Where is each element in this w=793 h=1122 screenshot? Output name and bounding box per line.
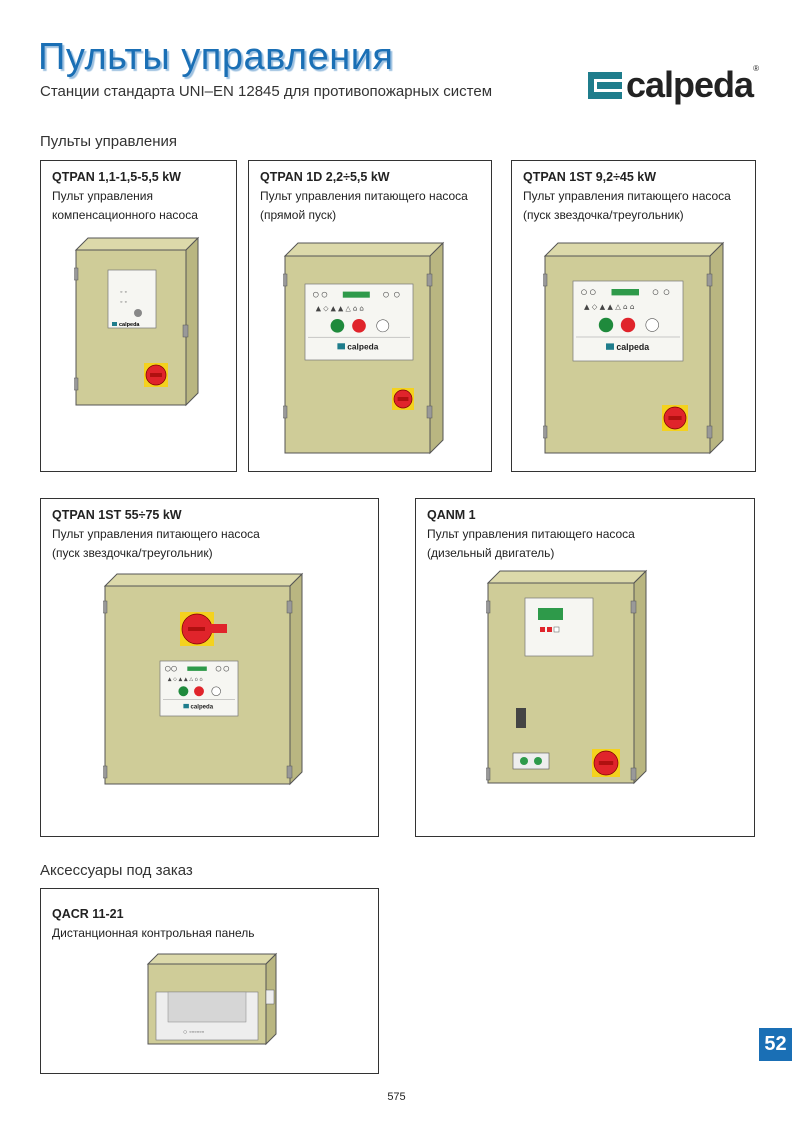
svg-text:○ ◦◦◦◦◦◦: ○ ◦◦◦◦◦◦ [183,1029,204,1036]
hinge [103,765,108,779]
control-cabinet-illustration: ◦ ◦ ◦ ◦ calpeda [74,236,200,407]
hinge [706,273,713,287]
section-heading-accessories: Аксессуары под заказ [40,862,193,879]
product-description: Пульт управления питающего насоса [52,527,260,541]
page-subtitle: Станции стандарта UNI–EN 12845 для проти… [40,83,493,100]
product-card: QTPAN 1ST 55÷75 kW Пульт управления пита… [40,498,379,837]
accessory-card: QACR 11-21 Дистанционная контрольная пан… [40,888,379,1074]
control-cabinet-illustration: ○ ◦◦◦◦◦◦ [146,952,278,1046]
control-panel: ◦ ◦ ◦ ◦ calpeda [107,269,157,329]
product-description: компенсационного насоса [52,208,198,222]
svg-text:calpeda: calpeda [616,342,649,352]
hinge [74,267,79,281]
product-card: QTPAN 1D 2,2÷5,5 kW Пульт управления пит… [248,160,492,472]
section-heading-panels: Пульты управления [40,133,177,150]
product-model: QTPAN 1,1-1,5-5,5 kW [52,170,181,184]
hinge [74,377,79,391]
product-description: Пульт управления питающего насоса [427,527,635,541]
hinge [630,767,637,781]
hinge [486,767,491,781]
logo-text: calpeda [626,64,754,105]
main-switch-icon [662,405,688,431]
control-cabinet-illustration: ▲ ◇ ▲ ▲ △ ⌂ ⌂ calpeda [103,572,304,786]
page-title: Пульты управления [38,36,394,78]
control-cabinet-illustration: ▲ ◇ ▲ ▲ △ ⌂ ⌂ calpeda [283,241,445,455]
svg-text:◦ ◦: ◦ ◦ [120,299,127,306]
hinge [426,273,433,287]
control-cabinet-illustration: ▲ ◇ ▲ ▲ △ ⌂ ⌂ calpeda [543,241,725,455]
product-description: Пульт управления [52,189,153,203]
main-switch-icon [392,388,414,410]
hinge [283,273,288,287]
control-panel: ▲ ◇ ▲ ▲ △ ⌂ ⌂ calpeda [159,660,239,717]
hinge [543,425,548,439]
product-card: QTPAN 1ST 9,2÷45 kW Пульт управления пит… [511,160,756,472]
product-model: QTPAN 1ST 9,2÷45 kW [523,170,657,184]
svg-text:▲ ◇ ▲ ▲ △ ⌂ ⌂: ▲ ◇ ▲ ▲ △ ⌂ ⌂ [168,676,203,682]
svg-text:◦ ◦: ◦ ◦ [120,289,127,296]
product-description: (пуск звездочка/треугольник) [523,208,684,222]
product-model: QTPAN 1ST 55÷75 kW [52,508,182,522]
hinge [103,600,108,614]
svg-text:▲ ◇ ▲ ▲ △ ⌂ ⌂: ▲ ◇ ▲ ▲ △ ⌂ ⌂ [316,305,364,313]
remote-panel: ○ ◦◦◦◦◦◦ [155,991,259,1041]
calpeda-logo-icon [588,71,622,99]
product-model: QTPAN 1D 2,2÷5,5 kW [260,170,390,184]
hinge [426,405,433,419]
hinge [182,324,189,338]
main-switch-icon [144,363,168,387]
page-number-badge: 52 [759,1028,792,1061]
product-model: QANM 1 [427,508,476,522]
hinge [543,273,548,287]
product-card: QANM 1 Пульт управления питающего насоса… [415,498,755,837]
product-description: (прямой пуск) [260,208,337,222]
svg-text:calpeda: calpeda [347,341,378,351]
control-panel: ▲ ◇ ▲ ▲ △ ⌂ ⌂ calpeda [304,283,414,361]
product-description: Пульт управления питающего насоса [523,189,731,203]
calpeda-logo: calpeda ® [588,64,759,106]
product-description: (дизельный двигатель) [427,546,555,560]
control-panel [512,597,594,770]
main-switch-icon [592,749,620,777]
hinge [486,600,491,614]
product-model: QACR 11-21 [52,907,124,921]
hinge [286,600,293,614]
control-panel: ▲ ◇ ▲ ▲ △ ⌂ ⌂ calpeda [572,280,684,362]
hinge [630,600,637,614]
svg-text:▲ ◇ ▲ ▲ △ ⌂ ⌂: ▲ ◇ ▲ ▲ △ ⌂ ⌂ [584,302,634,311]
hinge [283,405,288,419]
hinge [706,425,713,439]
hinge [286,765,293,779]
registered-mark: ® [753,64,759,73]
folio-number: 575 [387,1091,406,1103]
product-card: QTPAN 1,1-1,5-5,5 kW Пульт управления ко… [40,160,237,472]
product-description: Дистанционная контрольная панель [52,926,255,940]
svg-text:calpeda: calpeda [191,704,214,710]
product-description: (пуск звездочка/треугольник) [52,546,213,560]
svg-text:calpeda: calpeda [119,322,140,328]
control-cabinet-illustration [486,569,648,785]
product-description: Пульт управления питающего насоса [260,189,468,203]
